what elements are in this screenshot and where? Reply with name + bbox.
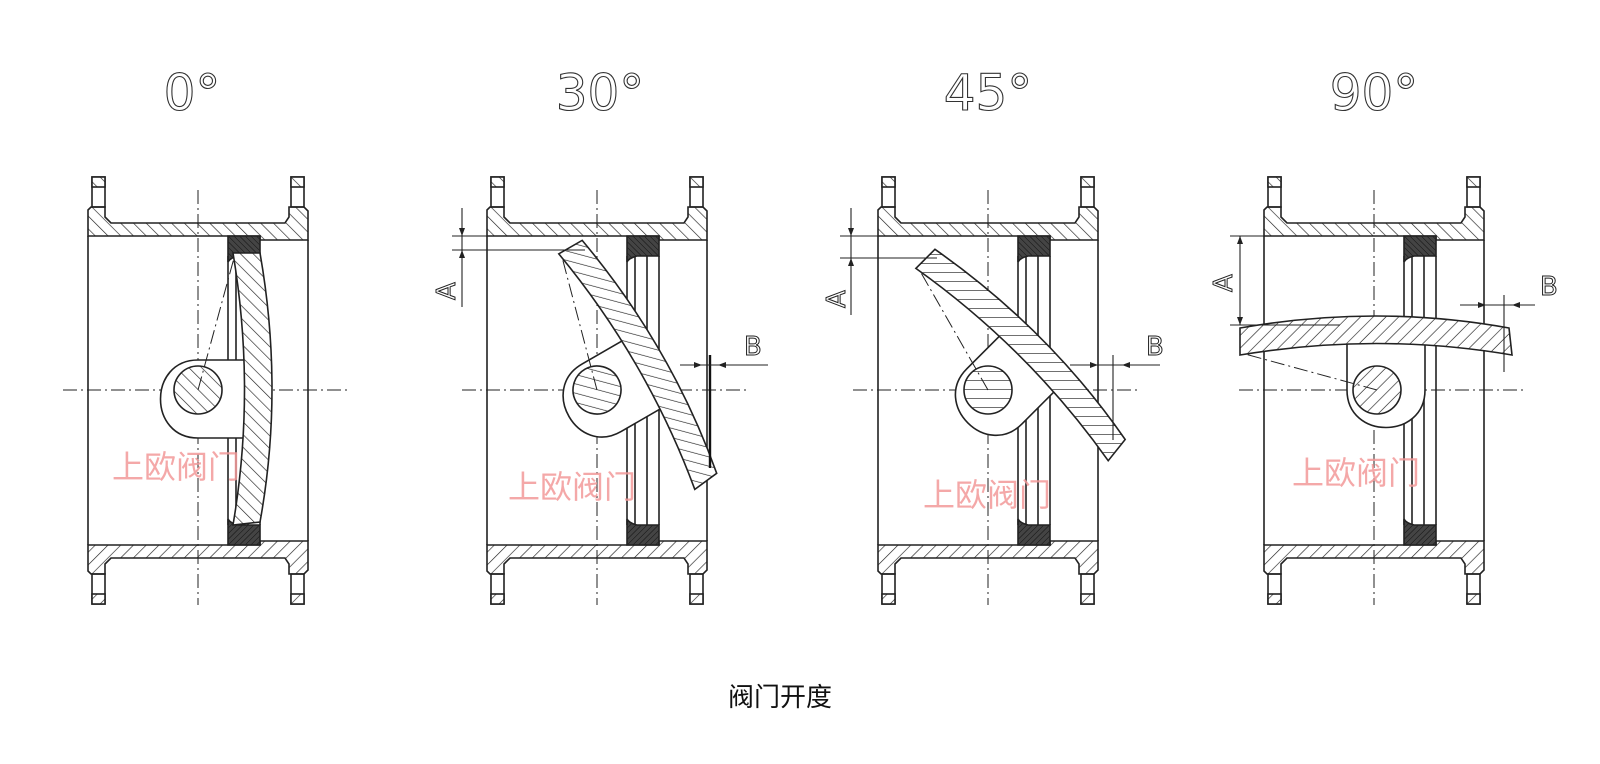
valve-panel-30: 30° A B 上欧阀门 (432, 63, 768, 605)
valve-panel-90: 90° A B 上欧阀门 (1209, 63, 1558, 605)
dimension-a-label: A (822, 290, 852, 308)
dimension-b-label: B (744, 332, 762, 362)
dimension-b-label: B (1146, 332, 1164, 362)
watermark: 上欧阀门 (112, 448, 240, 486)
dimension-a-label: A (1209, 274, 1239, 292)
watermark: 上欧阀门 (508, 468, 636, 506)
dimension-b: B (680, 332, 768, 468)
angle-label: 0° (164, 64, 221, 122)
dimension-b: B (1460, 272, 1558, 372)
valve-panel-45: 45° A B 上欧阀门 (822, 63, 1164, 605)
dimension-a: A (432, 208, 585, 307)
valve-panel-0: 0° 上欧阀门 (63, 63, 350, 605)
dimension-a: A (822, 208, 937, 315)
caption: 阀门开度 (728, 683, 832, 713)
watermark: 上欧阀门 (923, 476, 1051, 514)
dimension-a-label: A (432, 282, 462, 300)
dimension-b-label: B (1540, 272, 1558, 302)
watermark: 上欧阀门 (1292, 454, 1420, 492)
dimension-a: A (1209, 235, 1340, 326)
dimension-b: B (1070, 332, 1164, 440)
valve-disc (863, 240, 1137, 513)
angle-label: 90° (1330, 64, 1419, 122)
angle-label: 45° (944, 64, 1033, 122)
valve-disc (1239, 315, 1513, 429)
angle-label: 30° (556, 64, 645, 122)
